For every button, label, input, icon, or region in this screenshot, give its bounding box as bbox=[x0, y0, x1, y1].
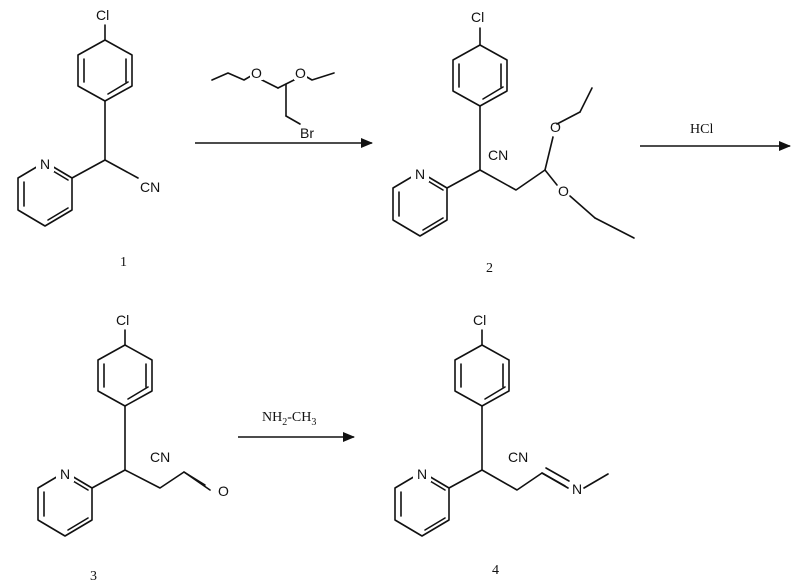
chlorophenyl-ring bbox=[77, 24, 133, 161]
pyridine-nitrogen-label: N bbox=[415, 166, 425, 182]
oxygen-label: O bbox=[251, 65, 262, 81]
nitrile-label: CN bbox=[150, 449, 170, 465]
compound-3: Cl CN O N 3 bbox=[37, 312, 229, 584]
oxygen-label: O bbox=[558, 183, 569, 199]
methylamine-reagent: NH2-CH3 bbox=[262, 410, 316, 428]
pyridine-nitrogen-label: N bbox=[40, 156, 50, 172]
pyridine-nitrogen-label: N bbox=[60, 466, 70, 482]
compound-4: Cl CN N N 4 bbox=[394, 312, 609, 578]
chlorophenyl-ring bbox=[97, 329, 153, 471]
nitrile-label: CN bbox=[140, 179, 160, 195]
compound-number: 2 bbox=[486, 261, 493, 276]
chlorophenyl-ring bbox=[452, 27, 508, 171]
reaction-arrow-3: NH2-CH3 bbox=[238, 410, 355, 442]
pyridine-ring bbox=[394, 471, 450, 537]
oxygen-label: O bbox=[218, 483, 229, 499]
chlorine-label: Cl bbox=[116, 312, 129, 328]
reaction-arrow-1: O O Br bbox=[195, 65, 373, 148]
compound-1: Cl CN N 1 bbox=[17, 7, 160, 270]
chlorine-label: Cl bbox=[473, 312, 486, 328]
bromoacetaldehyde-diethyl-acetal: O O Br bbox=[211, 65, 335, 141]
chlorine-label: Cl bbox=[96, 7, 109, 23]
compound-2: Cl CN O O N 2 bbox=[392, 9, 635, 276]
chlorophenyl-ring bbox=[454, 329, 510, 471]
bromine-label: Br bbox=[300, 125, 314, 141]
hcl-reagent: HCl bbox=[690, 122, 713, 137]
oxygen-label: O bbox=[550, 119, 561, 135]
reaction-arrow-2: HCl bbox=[640, 122, 791, 151]
nitrile-label: CN bbox=[488, 147, 508, 163]
nitrile-label: CN bbox=[508, 449, 528, 465]
compound-number: 4 bbox=[492, 563, 499, 578]
pyridine-nitrogen-label: N bbox=[417, 466, 427, 482]
imine-nitrogen-label: N bbox=[572, 481, 582, 497]
chlorine-label: Cl bbox=[471, 9, 484, 25]
oxygen-label: O bbox=[295, 65, 306, 81]
compound-number: 1 bbox=[120, 255, 127, 270]
compound-number: 3 bbox=[90, 569, 97, 584]
